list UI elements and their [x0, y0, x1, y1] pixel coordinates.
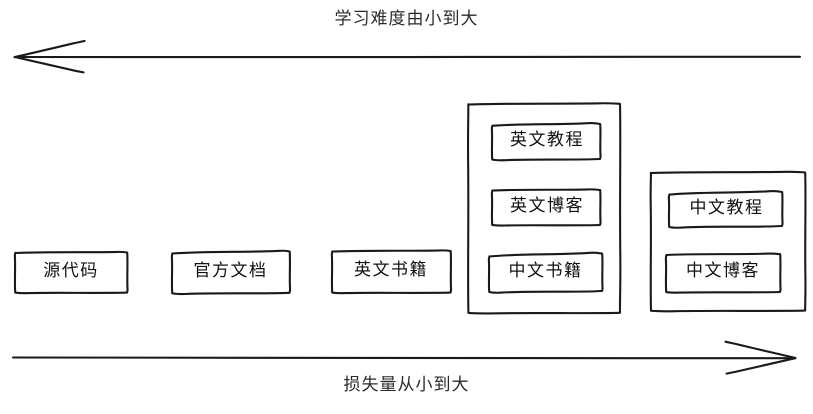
bottom-axis-label: 损失量从小到大	[343, 375, 470, 395]
node-label: 中文博客	[686, 261, 760, 281]
node-source-code[interactable]: 源代码	[15, 252, 127, 292]
node-official-docs[interactable]: 官方文档	[172, 252, 289, 292]
top-axis-arrow	[13, 39, 802, 74]
node-label: 英文博客	[510, 196, 584, 216]
node-label: 中文书籍	[508, 261, 583, 281]
bottom-axis-arrow	[11, 340, 797, 375]
node-chinese-tutorial[interactable]: 中文教程	[670, 192, 783, 227]
node-label: 源代码	[43, 260, 99, 281]
node-english-tutorial[interactable]: 英文教程	[492, 124, 602, 159]
node-label: 中文教程	[689, 198, 764, 218]
node-chinese-blog[interactable]: 中文博客	[666, 254, 780, 291]
node-english-blog[interactable]: 英文博客	[492, 190, 602, 225]
node-english-books[interactable]: 英文书籍	[332, 251, 450, 292]
node-label: 英文教程	[510, 130, 584, 150]
node-chinese-books[interactable]: 中文书籍	[489, 254, 602, 291]
node-label: 英文书籍	[354, 260, 428, 280]
node-label: 官方文档	[193, 260, 268, 281]
top-axis-label: 学习难度由小到大	[334, 9, 479, 29]
